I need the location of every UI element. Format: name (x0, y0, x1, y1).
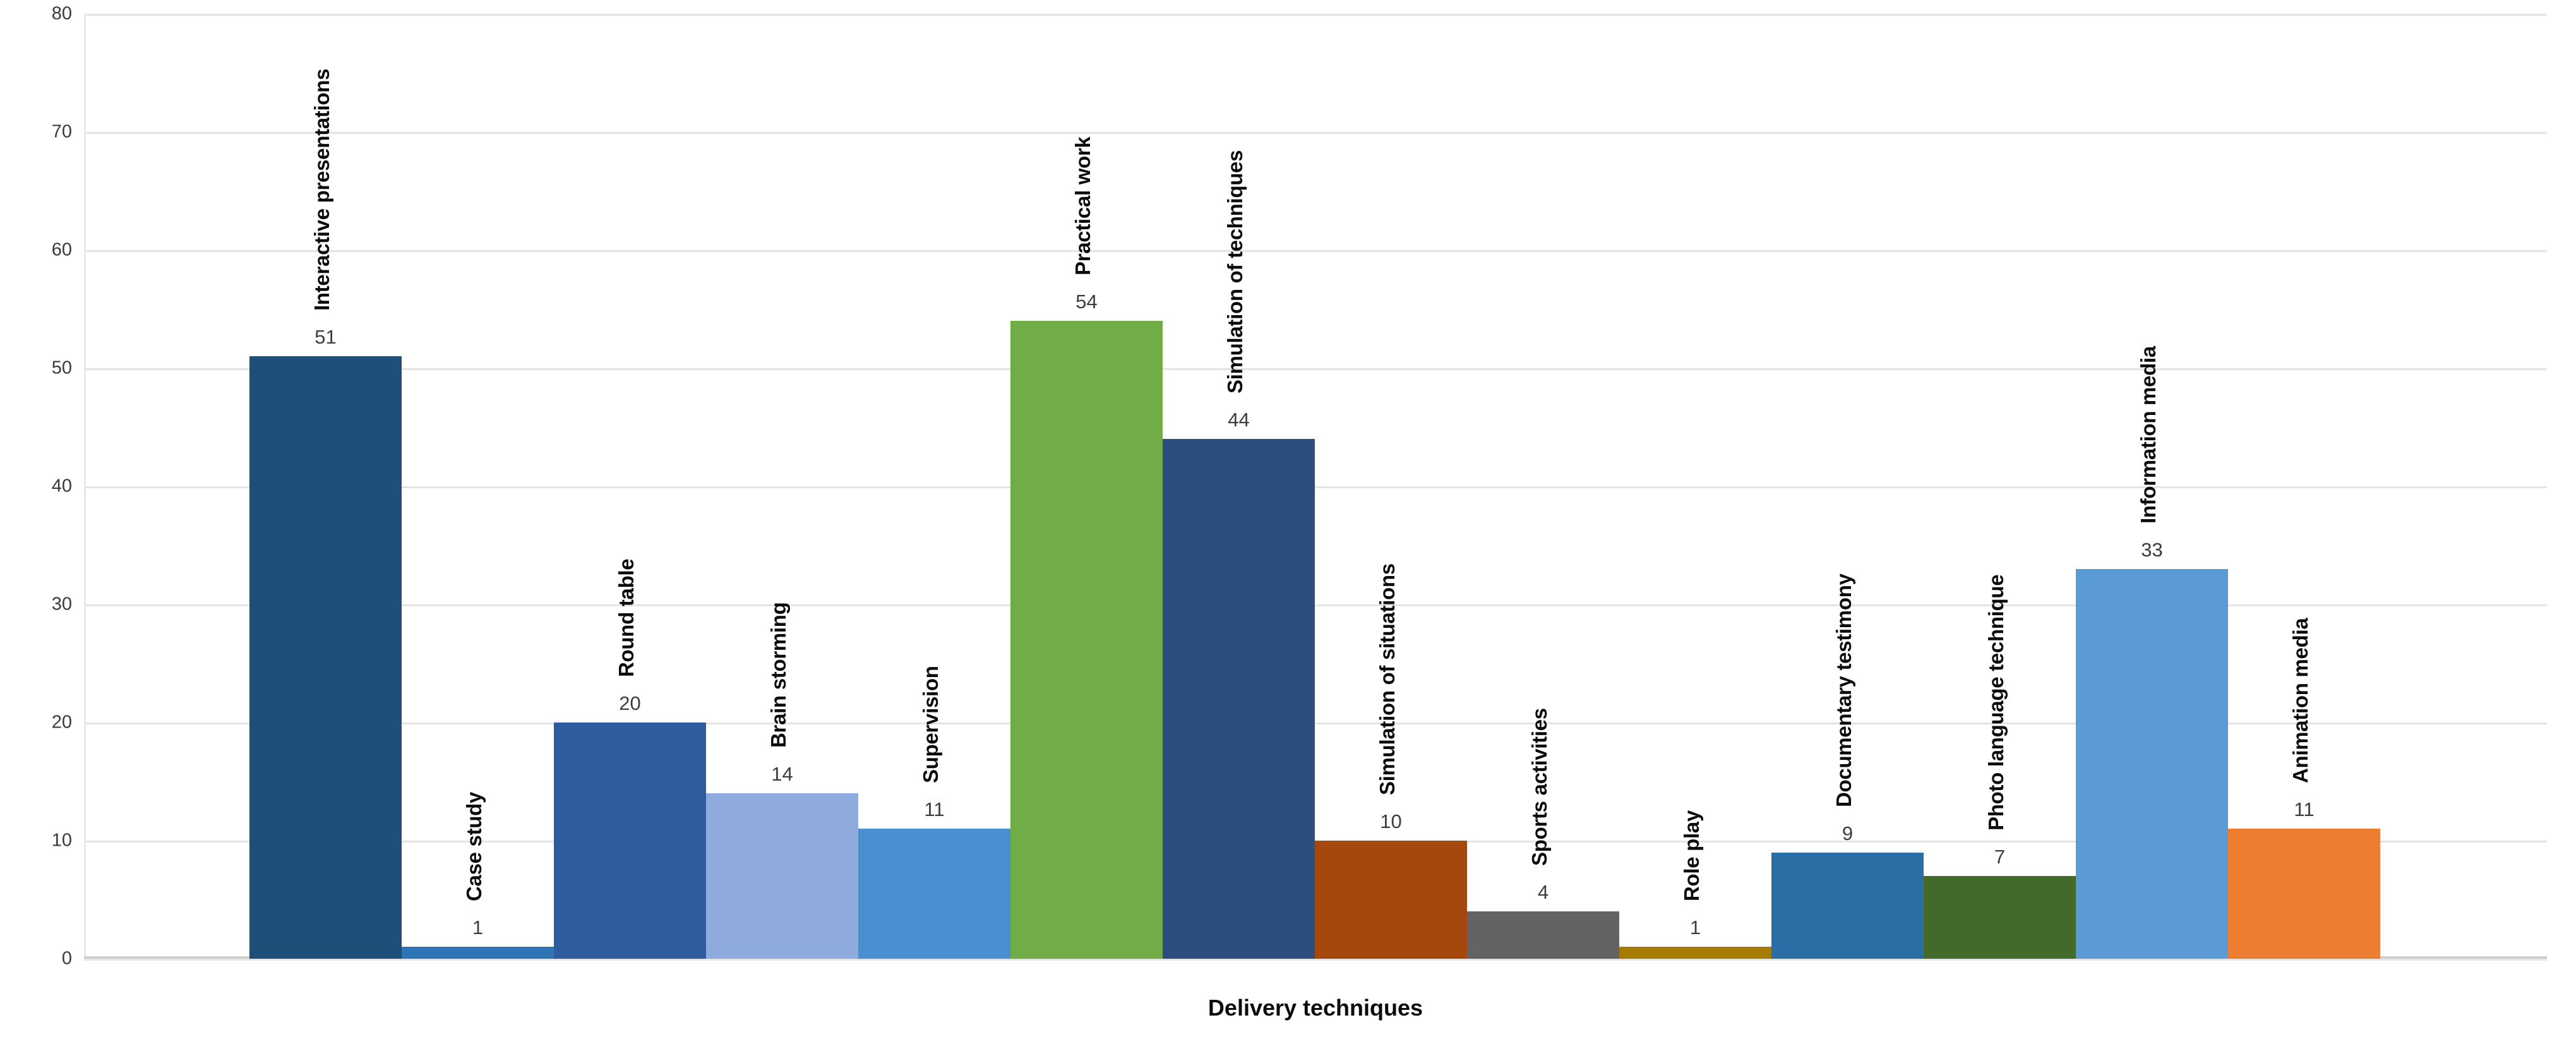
gridline-60 (84, 250, 2547, 252)
bars-layer: 51 Interactive presentations 1 Case study 20… (84, 14, 2547, 959)
bar[interactable] (1924, 876, 2076, 959)
bar-group[interactable]: 20 Round table (554, 14, 706, 959)
bar[interactable] (1010, 321, 1163, 959)
gridline-50 (84, 368, 2547, 370)
bar-group[interactable]: 9 Documentary testimony (1771, 14, 1924, 959)
bar-value-label: 54 (1075, 291, 1098, 313)
gridline-70 (84, 132, 2547, 134)
bar[interactable] (1163, 439, 1315, 959)
category-label: Information media (2136, 345, 2160, 524)
y-tick-label-70: 70 (51, 121, 72, 142)
bar[interactable] (1315, 841, 1467, 959)
bar-group[interactable]: 54 Practical work (1010, 14, 1163, 959)
category-label: Photo language technique (1984, 574, 2008, 831)
category-label: Brain storming (766, 602, 790, 748)
bar-value-label: 20 (619, 692, 641, 714)
bar-value-label: 1 (1689, 916, 1701, 939)
y-tick-label-40: 40 (51, 476, 72, 496)
bar-value-label: 1 (472, 916, 484, 939)
bar-group[interactable]: 1 Case study (402, 14, 554, 959)
y-tick-label-10: 10 (51, 830, 72, 851)
bar[interactable] (2076, 568, 2228, 959)
bar[interactable] (249, 356, 402, 959)
bar-group[interactable]: 33 Information media (2076, 14, 2228, 959)
category-label: Animation media (2288, 618, 2312, 784)
gridline-0 (84, 959, 2547, 961)
category-label: Sports activities (1527, 708, 1551, 867)
bar-group[interactable]: 4 Sports activities (1467, 14, 1619, 959)
bar[interactable] (554, 723, 706, 959)
y-tick-label-60: 60 (51, 239, 72, 260)
bar[interactable] (2228, 829, 2380, 959)
bar[interactable] (858, 829, 1010, 959)
bar-value-label: 44 (1228, 409, 1250, 431)
gridline-40 (84, 486, 2547, 488)
category-label: Practical work (1070, 136, 1094, 276)
category-label: Supervision (918, 666, 942, 784)
bar-group[interactable]: 11 Supervision (858, 14, 1010, 959)
category-label: Round table (614, 558, 638, 677)
y-tick-label-30: 30 (51, 594, 72, 615)
y-axis: 80 70 60 50 40 30 20 10 0 (0, 4, 75, 969)
bar-value-label: 9 (1842, 822, 1854, 844)
bar-group[interactable]: 1 Role play (1619, 14, 1771, 959)
gridline-30 (84, 604, 2547, 606)
bar-group[interactable]: 7 Photo language technique (1924, 14, 2076, 959)
category-label: Role play (1679, 810, 1703, 902)
bar[interactable] (402, 947, 554, 959)
gridline-20 (84, 723, 2547, 724)
bar-value-label: 11 (924, 798, 945, 821)
bar[interactable] (1467, 911, 1619, 959)
category-label: Interactive presentations (309, 69, 333, 311)
bar-value-label: 11 (2294, 798, 2315, 821)
gridline-80 (84, 14, 2547, 16)
category-label: Documentary testimony (1831, 573, 1855, 807)
bar[interactable] (1771, 852, 1924, 959)
bar-value-label: 4 (1537, 881, 1549, 904)
category-label: Simulation of situations (1375, 563, 1399, 795)
bar-value-label: 51 (315, 326, 337, 349)
category-label: Case study (462, 792, 486, 902)
bar-value-label: 7 (1994, 846, 2006, 868)
bar[interactable] (1619, 947, 1771, 959)
y-tick-label-20: 20 (51, 712, 72, 733)
x-axis-title: Delivery techniques (1207, 995, 1423, 1021)
bar-group[interactable]: 44 Simulation of techniques (1163, 14, 1315, 959)
bar-group[interactable]: 10 Simulation of situations (1315, 14, 1467, 959)
bar[interactable] (706, 793, 858, 959)
bar-value-label: 10 (1380, 810, 1402, 832)
bar-group[interactable]: 14 Brain storming (706, 14, 858, 959)
bar-group[interactable]: 11 Animation media (2228, 14, 2380, 959)
y-tick-label-80: 80 (51, 3, 72, 24)
y-tick-label-50: 50 (51, 357, 72, 378)
bar-value-label: 33 (2141, 538, 2163, 561)
y-tick-label-0: 0 (61, 948, 72, 969)
bar-value-label: 14 (771, 763, 793, 786)
bar-group[interactable]: 51 Interactive presentations (249, 14, 402, 959)
category-label: Simulation of techniques (1223, 150, 1247, 394)
